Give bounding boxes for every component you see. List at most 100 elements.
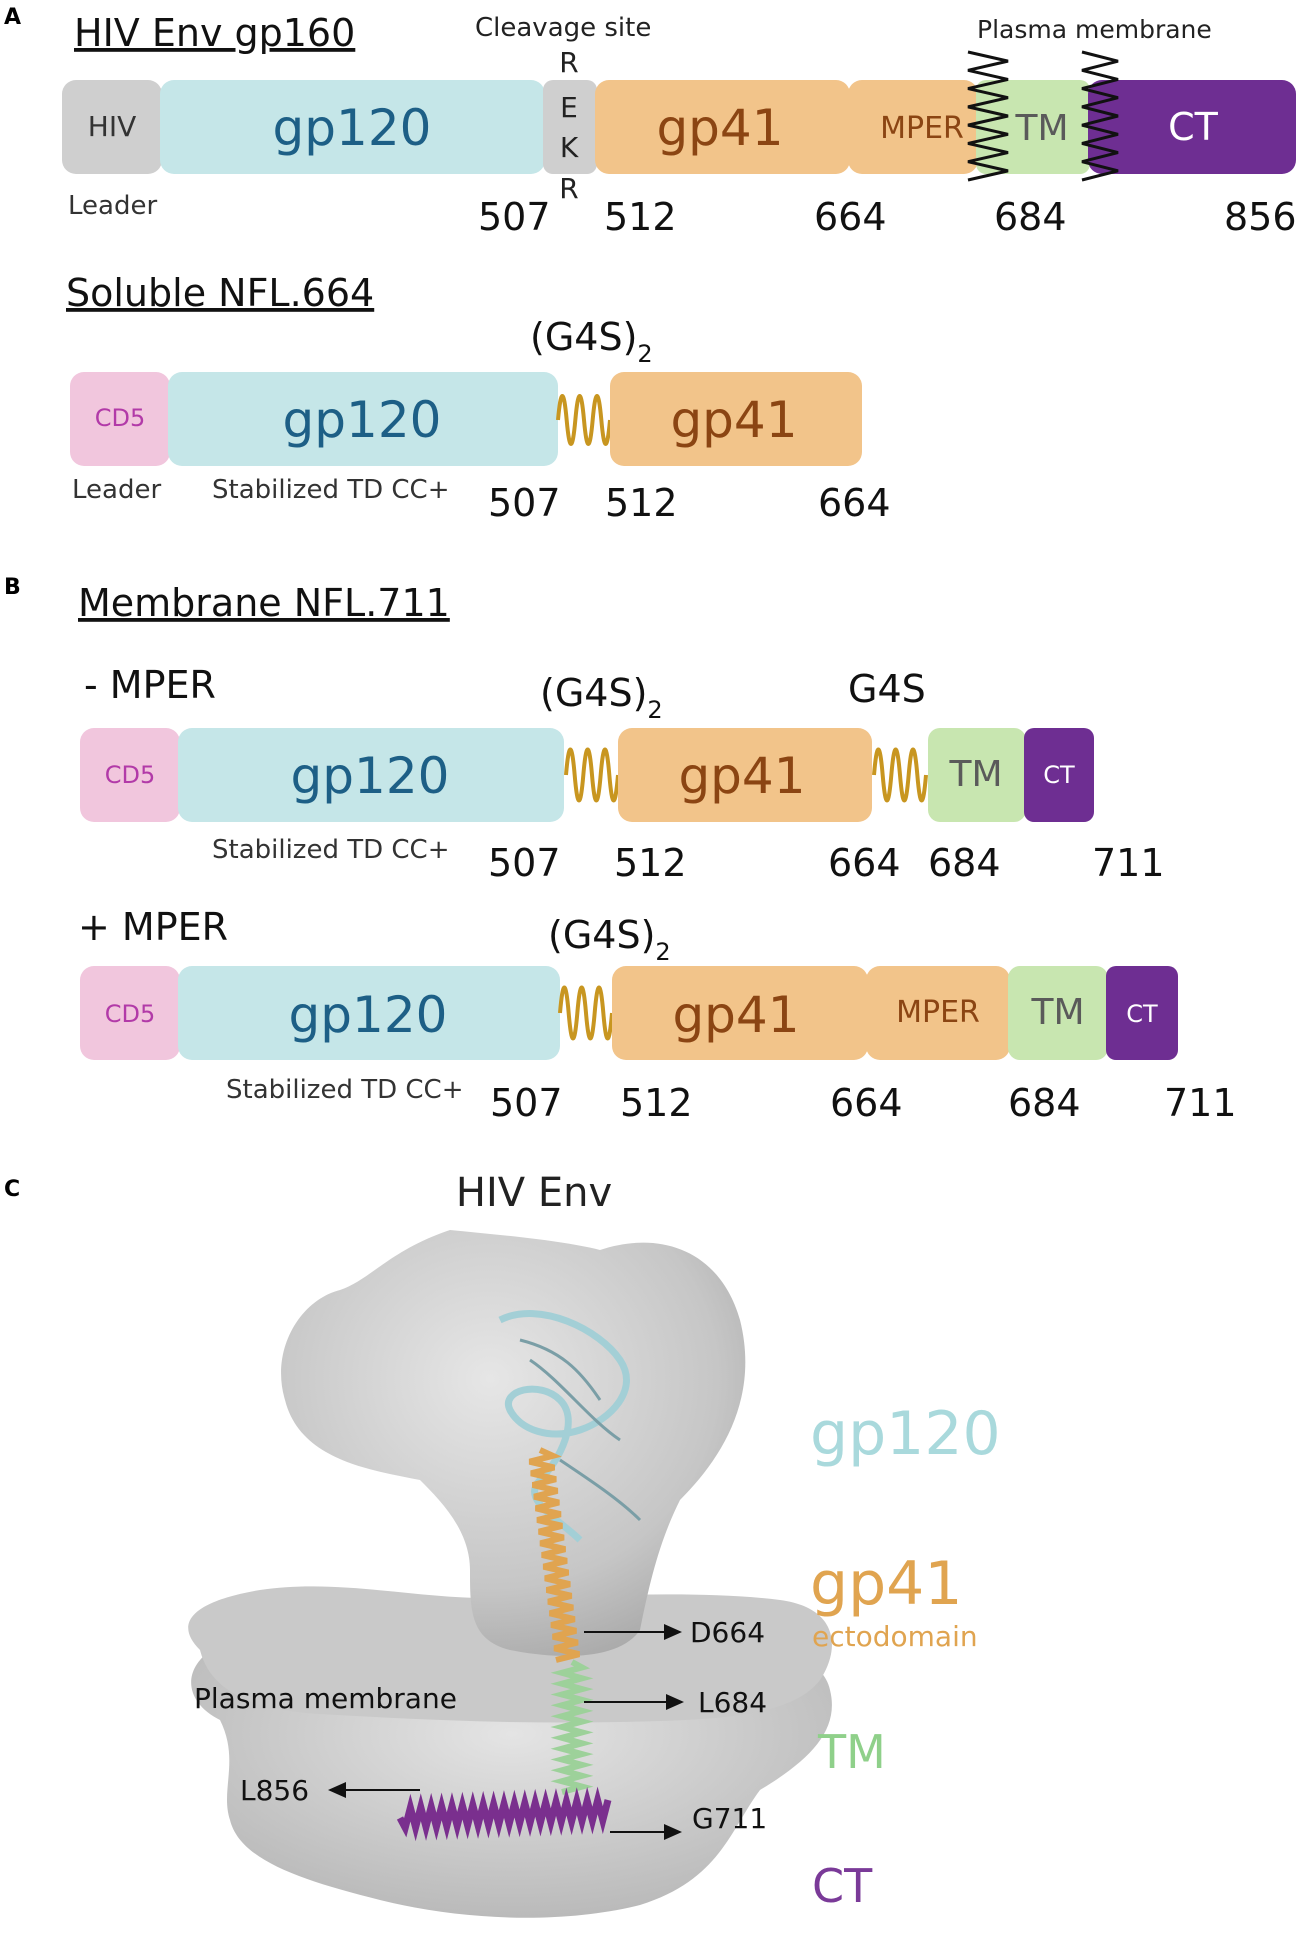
plus-mper-label: + MPER xyxy=(78,905,228,949)
tm-segment-label: TM xyxy=(1014,108,1068,149)
membrane-upper-layer xyxy=(188,1586,832,1723)
gp120-segment-label: gp120 xyxy=(291,747,450,805)
hiv-segment-label: HIV xyxy=(88,110,136,143)
gp41-segment xyxy=(595,80,850,174)
gp120-ribbon xyxy=(498,1310,630,1543)
plasma-membrane-label-c: Plasma membrane xyxy=(194,1682,457,1715)
nfl664-title: Soluble NFL.664 xyxy=(66,271,374,315)
gp41-segment xyxy=(618,728,872,822)
plus-pos-711: 711 xyxy=(1164,1081,1237,1125)
nfl664-stabilized-label: Stabilized TD CC+ xyxy=(212,475,449,505)
gp120-ribbon-detail xyxy=(519,1338,642,1522)
plus-linker-label: (G4S)2 xyxy=(548,913,671,966)
nfl664-domain-bar: CD5 gp120 gp41 xyxy=(70,372,862,466)
d664-label: D664 xyxy=(690,1616,765,1649)
cd5-segment-label: CD5 xyxy=(105,1000,156,1028)
plus-mper-domain-bar: CD5 gp120 gp41 MPER TM CT xyxy=(80,966,1178,1060)
minus-mper-domain-bar: CD5 gp120 gp41 TM CT xyxy=(80,728,1094,822)
g4s2-linker-coil xyxy=(558,985,614,1041)
gp160-pos-684: 684 xyxy=(994,195,1067,239)
cleavage-letter-k: K xyxy=(560,131,579,164)
gp160-pos-512: 512 xyxy=(604,195,677,239)
ct-segment xyxy=(1024,728,1094,822)
minus-pos-711: 711 xyxy=(1092,841,1165,885)
gp120-segment xyxy=(168,372,558,466)
mper-segment-label: MPER xyxy=(880,111,964,146)
gp41-segment-label: gp41 xyxy=(656,99,783,157)
ct-segment-label: CT xyxy=(1168,105,1219,149)
cleavage-letter-r1: R xyxy=(559,46,578,79)
tm-segment xyxy=(928,728,1026,822)
gp120-segment-label: gp120 xyxy=(273,99,432,157)
g4s2-linker-coil xyxy=(564,747,620,803)
legend-ct: CT xyxy=(812,1859,873,1913)
gp160-domain-bar: HIV gp120 R E K R gp41 MPER TM CT xyxy=(62,46,1296,205)
panel-b-label: B xyxy=(4,575,21,600)
cd5-segment-label: CD5 xyxy=(95,404,146,432)
minus-pos-664: 664 xyxy=(828,841,901,885)
gp120-segment-label: gp120 xyxy=(283,391,442,449)
gp160-pos-664: 664 xyxy=(814,195,887,239)
gp41-segment xyxy=(612,966,868,1060)
hiv-env-title: HIV Env xyxy=(456,1170,612,1216)
mper-segment xyxy=(866,966,1010,1060)
membrane-zigzag-left xyxy=(967,50,1009,182)
gp41-segment xyxy=(610,372,862,466)
tm-segment-label: TM xyxy=(1030,992,1084,1033)
gp41-segment-label: gp41 xyxy=(678,747,805,805)
gp160-pos-856: 856 xyxy=(1224,195,1297,239)
plasma-membrane-label-a: Plasma membrane xyxy=(977,15,1212,44)
minus-pos-684: 684 xyxy=(928,841,1001,885)
cleavage-site-label: Cleavage site xyxy=(475,13,651,43)
minus-pos-507: 507 xyxy=(488,841,561,885)
legend-gp41: gp41 xyxy=(810,1549,963,1619)
cd5-segment xyxy=(80,728,180,822)
ct-segment xyxy=(1106,966,1178,1060)
plus-pos-507: 507 xyxy=(490,1081,563,1125)
panel-c-label: C xyxy=(4,1177,20,1202)
tm-segment-label: TM xyxy=(948,754,1002,795)
ct-helix xyxy=(396,1786,612,1842)
g711-label: G711 xyxy=(692,1802,767,1835)
mper-segment-label: MPER xyxy=(896,995,980,1030)
cd5-segment-label: CD5 xyxy=(105,761,156,789)
minus-g4s-label: G4S xyxy=(848,667,926,711)
plus-pos-664: 664 xyxy=(830,1081,903,1125)
minus-pos-512: 512 xyxy=(614,841,687,885)
ct-segment-label: CT xyxy=(1126,1000,1158,1028)
minus-mper-label: - MPER xyxy=(84,663,216,707)
gp160-pos-507: 507 xyxy=(478,195,551,239)
nfl664-pos-512: 512 xyxy=(605,481,678,525)
plus-pos-512: 512 xyxy=(620,1081,693,1125)
minus-stabilized-label: Stabilized TD CC+ xyxy=(212,835,449,865)
hiv-leader-segment xyxy=(62,80,162,174)
ct-segment xyxy=(1088,80,1296,174)
gp120-segment xyxy=(178,966,560,1060)
minus-linker-label: (G4S)2 xyxy=(540,671,663,724)
gp120-segment-label: gp120 xyxy=(289,986,448,1044)
ct-segment-label: CT xyxy=(1043,761,1075,789)
gp41-helix xyxy=(528,1447,580,1663)
gp120-segment xyxy=(178,728,564,822)
nfl711-title: Membrane NFL.711 xyxy=(78,581,450,625)
cd5-leader-segment xyxy=(70,372,170,466)
l856-label: L856 xyxy=(240,1774,309,1807)
legend-gp120: gp120 xyxy=(810,1399,1001,1469)
plus-stabilized-label: Stabilized TD CC+ xyxy=(226,1075,463,1105)
l684-label: L684 xyxy=(698,1686,767,1719)
mper-segment xyxy=(848,80,978,174)
legend-ectodomain: ectodomain xyxy=(812,1620,978,1653)
cd5-segment xyxy=(80,966,180,1060)
nfl664-pos-507: 507 xyxy=(488,481,561,525)
plus-pos-684: 684 xyxy=(1008,1081,1081,1125)
g4s-linker-coil xyxy=(556,394,612,446)
gp41-segment-label: gp41 xyxy=(672,986,799,1044)
nfl664-leader-label: Leader xyxy=(72,475,161,505)
gp41-segment-label: gp41 xyxy=(670,391,797,449)
tm-segment xyxy=(1008,966,1108,1060)
legend-tm: TM xyxy=(817,1725,886,1779)
nfl664-pos-664: 664 xyxy=(818,481,891,525)
membrane-zigzag-right xyxy=(1081,50,1119,182)
tm-helix xyxy=(550,1659,594,1795)
env-density-surface xyxy=(281,1230,746,1656)
